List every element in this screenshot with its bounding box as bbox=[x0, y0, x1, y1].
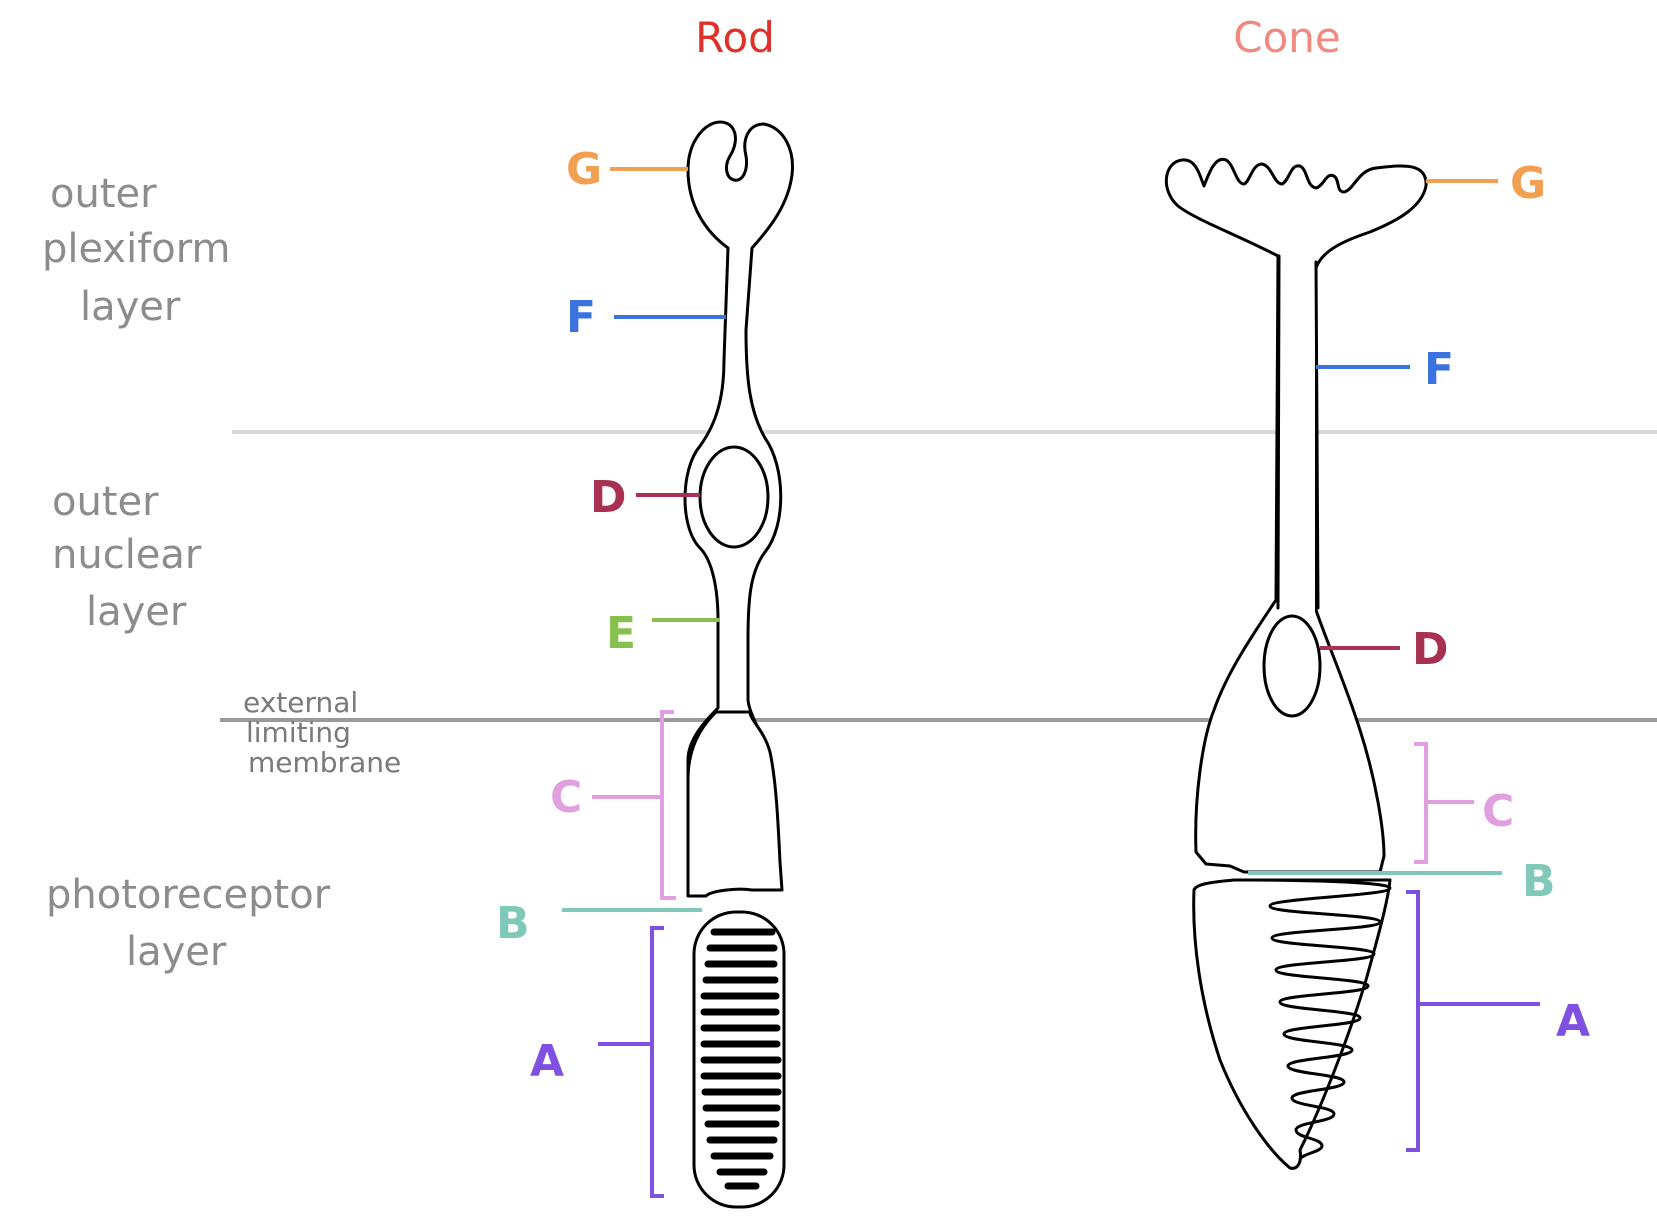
svg-text:layer: layer bbox=[126, 929, 227, 975]
cone-title: Cone bbox=[1233, 13, 1340, 62]
cone-pointers bbox=[1248, 179, 1540, 1152]
cone-label-g: G bbox=[1510, 158, 1546, 209]
rod-label-g: G bbox=[566, 144, 602, 195]
cone-label-c: C bbox=[1482, 786, 1514, 837]
svg-text:outer: outer bbox=[52, 479, 159, 525]
rod-label-f: F bbox=[566, 292, 596, 343]
rod-inner-segment bbox=[686, 710, 784, 898]
svg-text:external: external bbox=[243, 686, 358, 719]
rod-cell bbox=[683, 120, 794, 1209]
svg-text:limiting: limiting bbox=[246, 716, 351, 749]
layer-label-outer-nuclear: outer nuclear layer bbox=[52, 479, 202, 635]
rod-nucleus bbox=[698, 445, 770, 549]
cone-label-a: A bbox=[1556, 996, 1590, 1047]
svg-text:layer: layer bbox=[86, 589, 187, 635]
rod-pointers bbox=[562, 167, 726, 1198]
svg-text:plexiform: plexiform bbox=[42, 226, 230, 272]
rod-label-b: B bbox=[496, 898, 530, 949]
cone-label-d: D bbox=[1412, 624, 1449, 675]
rod-label-c: C bbox=[550, 772, 582, 823]
rod-label-e: E bbox=[606, 608, 636, 659]
cone-membrane-folds bbox=[1248, 878, 1392, 1162]
rod-title: Rod bbox=[695, 13, 775, 62]
svg-text:layer: layer bbox=[80, 284, 181, 330]
layer-label-outer-plexiform: outer plexiform layer bbox=[42, 171, 230, 330]
cone-label-b: B bbox=[1522, 856, 1556, 907]
cone-outer-segment bbox=[1192, 878, 1392, 1170]
cone-nucleus bbox=[1262, 614, 1322, 718]
svg-text:outer: outer bbox=[50, 171, 157, 217]
cone-cell bbox=[1164, 157, 1428, 1170]
layer-label-photoreceptor: photoreceptor layer bbox=[46, 872, 331, 975]
rod-label-a: A bbox=[530, 1036, 564, 1087]
rod-label-d: D bbox=[590, 472, 627, 523]
svg-text:membrane: membrane bbox=[248, 746, 401, 779]
svg-text:nuclear: nuclear bbox=[52, 532, 202, 578]
cone-label-f: F bbox=[1424, 344, 1454, 395]
rod-discs bbox=[700, 928, 782, 1190]
svg-text:photoreceptor: photoreceptor bbox=[46, 872, 331, 918]
layer-label-external-limiting-membrane: external limiting membrane bbox=[243, 686, 401, 779]
